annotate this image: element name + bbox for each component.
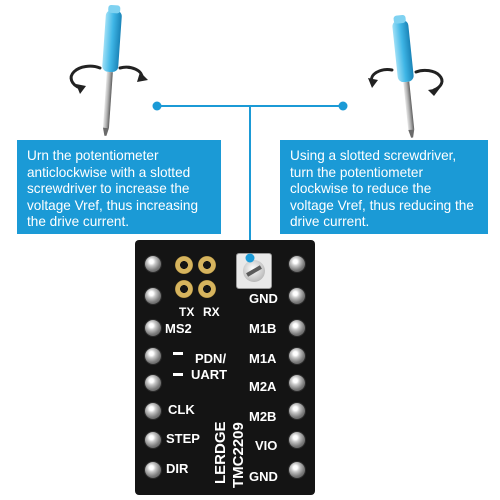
potentiometer-slot [246, 265, 262, 277]
pin [145, 375, 161, 391]
pin [289, 403, 305, 419]
pin [145, 403, 161, 419]
pin [289, 288, 305, 304]
pin [289, 348, 305, 364]
rotate-arrow-icon [368, 68, 444, 96]
pin [289, 462, 305, 478]
pin-label-uart: UART [191, 367, 228, 382]
potentiometer[interactable] [236, 253, 272, 289]
pin-label-clk: CLK [168, 402, 195, 417]
pin [289, 256, 305, 272]
screwdriver-icon [102, 4, 122, 136]
screwdriver-icon [392, 14, 415, 138]
pin-label-dir: DIR [166, 461, 189, 476]
pad [198, 256, 216, 274]
pad [175, 280, 193, 298]
tx-label: TX [179, 305, 195, 319]
pin [289, 432, 305, 448]
potentiometer-dial[interactable] [243, 260, 265, 282]
model-label: TMC2209 [230, 422, 247, 488]
screwdrivers-graphic [69, 4, 444, 138]
rotate-arrow-icon [69, 64, 148, 94]
pin [145, 320, 161, 336]
pin [145, 288, 161, 304]
pin-label-gnd-bottom: GND [249, 469, 278, 484]
rx-label: RX [203, 305, 220, 319]
pin [145, 256, 161, 272]
pad [175, 256, 193, 274]
pin-label-step: STEP [166, 431, 200, 446]
pin-label-m1b: M1B [249, 321, 277, 336]
pin [289, 375, 305, 391]
pin-label-pdn: PDN/ [195, 351, 227, 366]
pin-label-gnd: GND [249, 291, 278, 306]
jumper-mark [173, 352, 183, 355]
brand-label: LERDGE [212, 421, 229, 484]
pin-label-m2b: M2B [249, 409, 277, 424]
pin-label-m1a: M1A [249, 351, 277, 366]
pin [145, 462, 161, 478]
clockwise-instruction: Using a slotted screwdriver, turn the po… [280, 140, 488, 234]
anticlockwise-instruction: Urn the potentiometer anticlockwise with… [17, 140, 221, 234]
pad [198, 280, 216, 298]
pin-label-ms2: MS2 [165, 321, 192, 336]
pin [145, 348, 161, 364]
pin [145, 432, 161, 448]
jumper-mark [173, 373, 183, 376]
driver-board: TX RX MS2 PDN/ UART CLK STEP DIR GND M1B… [135, 240, 315, 495]
pin-label-m2a: M2A [249, 379, 277, 394]
pin [289, 320, 305, 336]
pin-label-vio: VIO [255, 438, 278, 453]
